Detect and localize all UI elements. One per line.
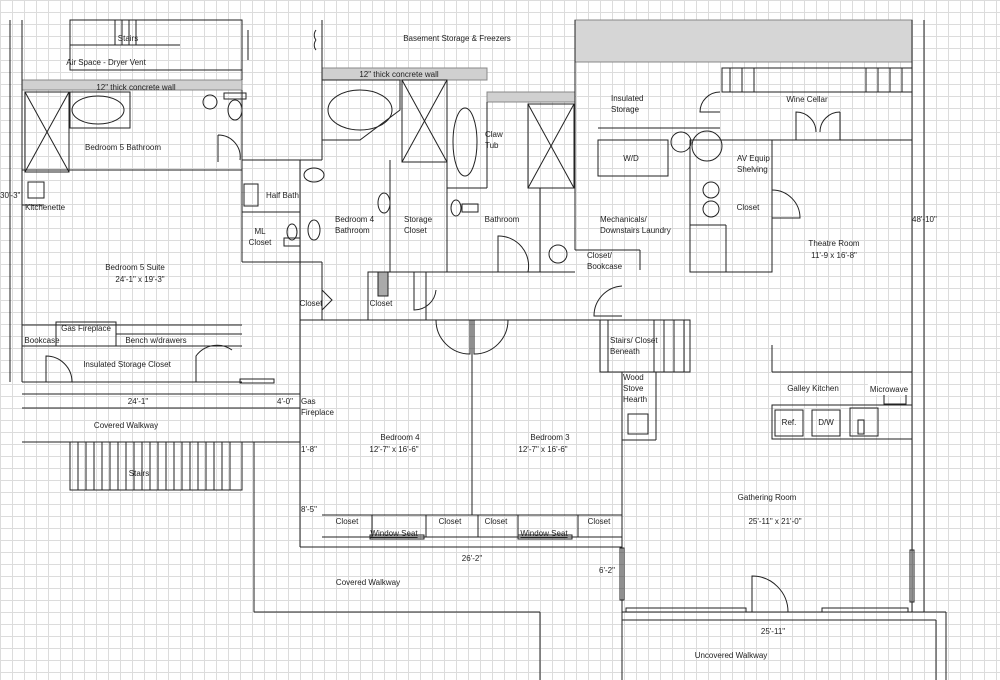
dim-bedroom5: 24'-1" x 19'-3" <box>115 275 165 284</box>
label-covered-walkway-left: Covered Walkway <box>93 421 159 430</box>
label-bedroom5-suite: Bedroom 5 Suite <box>105 263 165 272</box>
label-kitchenette: Kitchenette <box>25 203 66 212</box>
label-bathroom: Bathroom <box>484 215 520 224</box>
label-closet-b4-1: Closet <box>335 517 359 526</box>
label-closet-b3-1: Closet <box>484 517 508 526</box>
label-bedroom4-bathroom: Bedroom 4 Bathroom <box>335 215 375 235</box>
label-bookcase: Bookcase <box>24 336 60 345</box>
label-concrete-wall-mid: 12" thick concrete wall <box>359 70 439 79</box>
label-basement-storage: Basement Storage & Freezers <box>403 34 511 43</box>
label-dw: D/W <box>818 418 834 427</box>
label-closet-b3-2: Closet <box>587 517 611 526</box>
dim-closet-depth: 8'-5" <box>301 505 317 514</box>
stairs-top-treads <box>114 20 137 45</box>
label-galley-kitchen: Galley Kitchen <box>787 384 839 393</box>
label-mechanicals: Mechanicals/ Downstairs Laundry <box>600 215 671 235</box>
label-window-seat-2: Window Seat <box>520 529 568 538</box>
label-covered-walkway-bottom: Covered Walkway <box>335 578 401 587</box>
label-av-equip: AV Equip Shelving <box>737 154 770 174</box>
label-bedroom4: Bedroom 4 <box>380 433 420 442</box>
label-gas-fireplace-b5: Gas Fireplace <box>61 324 111 333</box>
label-closet-b4: Closet <box>369 299 393 308</box>
label-air-space: Air Space - Dryer Vent <box>66 58 146 67</box>
dim-bedrooms-width: 26'-2" <box>461 554 483 563</box>
dim-hall-gap: 1'-8" <box>301 445 317 454</box>
label-microwave: Microwave <box>867 384 911 395</box>
dim-walkway-width: 24'-1" <box>127 397 149 406</box>
label-closet-av: Closet <box>736 203 760 212</box>
label-stairs-top: Stairs <box>117 34 139 43</box>
label-uncovered-walkway: Uncovered Walkway <box>694 651 768 660</box>
concrete-wall-step <box>486 91 576 103</box>
stairs-bottom-treads <box>77 442 231 490</box>
label-bedroom3: Bedroom 3 <box>530 433 570 442</box>
label-insulated-storage: Insulated Storage <box>611 94 644 114</box>
dim-theatre: 11'-9 x 16'-8" <box>811 251 857 260</box>
dim-left-height: 30'-3" <box>0 191 21 200</box>
label-wood-stove: Wood Stove Hearth <box>623 373 648 404</box>
dim-bedroom3: 12'-7" x 16'-6" <box>518 445 568 454</box>
dim-bedroom4: 12'-7" x 16'-6" <box>369 445 419 454</box>
label-bench: Bench w/drawers <box>125 336 187 345</box>
label-wine-cellar: Wine Cellar <box>786 95 828 104</box>
dim-stub: 6'-2" <box>599 566 615 575</box>
dim-gathering: 25'-11" x 21'-0" <box>748 517 802 526</box>
label-window-seat-1: Window Seat <box>370 529 418 538</box>
label-gas-fireplace-hall: Gas Fireplace <box>301 397 334 417</box>
label-half-bath: Half Bath <box>266 191 299 200</box>
label-bedroom5-bathroom: Bedroom 5 Bathroom <box>84 143 162 152</box>
label-closet-b4-2: Closet <box>438 517 462 526</box>
label-closet-bookcase: Closet/ Bookcase <box>587 251 623 271</box>
slab-top-right <box>574 19 913 63</box>
label-insulated-storage-closet: Insulated Storage Closet <box>83 360 171 369</box>
label-storage-closet: Storage Closet <box>404 215 433 235</box>
label-stairs-bottom: Stairs <box>128 469 150 478</box>
dim-hall-width: 4'-0" <box>277 397 293 406</box>
label-wd: W/D <box>623 154 639 163</box>
dim-gathering-width: 25'-11" <box>760 627 786 636</box>
label-claw-tub: Claw Tub <box>485 130 503 150</box>
label-concrete-wall-left: 12" thick concrete wall <box>96 83 176 92</box>
label-stairs-closet: Stairs/ Closet Beneath <box>610 336 658 356</box>
label-closet-hall: Closet <box>299 299 323 308</box>
label-ml-closet: ML Closet <box>248 227 272 247</box>
dim-right-height: 48'-10" <box>912 215 937 224</box>
label-theatre-room: Theatre Room <box>808 239 860 248</box>
label-gathering-room: Gathering Room <box>737 493 797 502</box>
label-ref: Ref. <box>781 418 797 427</box>
